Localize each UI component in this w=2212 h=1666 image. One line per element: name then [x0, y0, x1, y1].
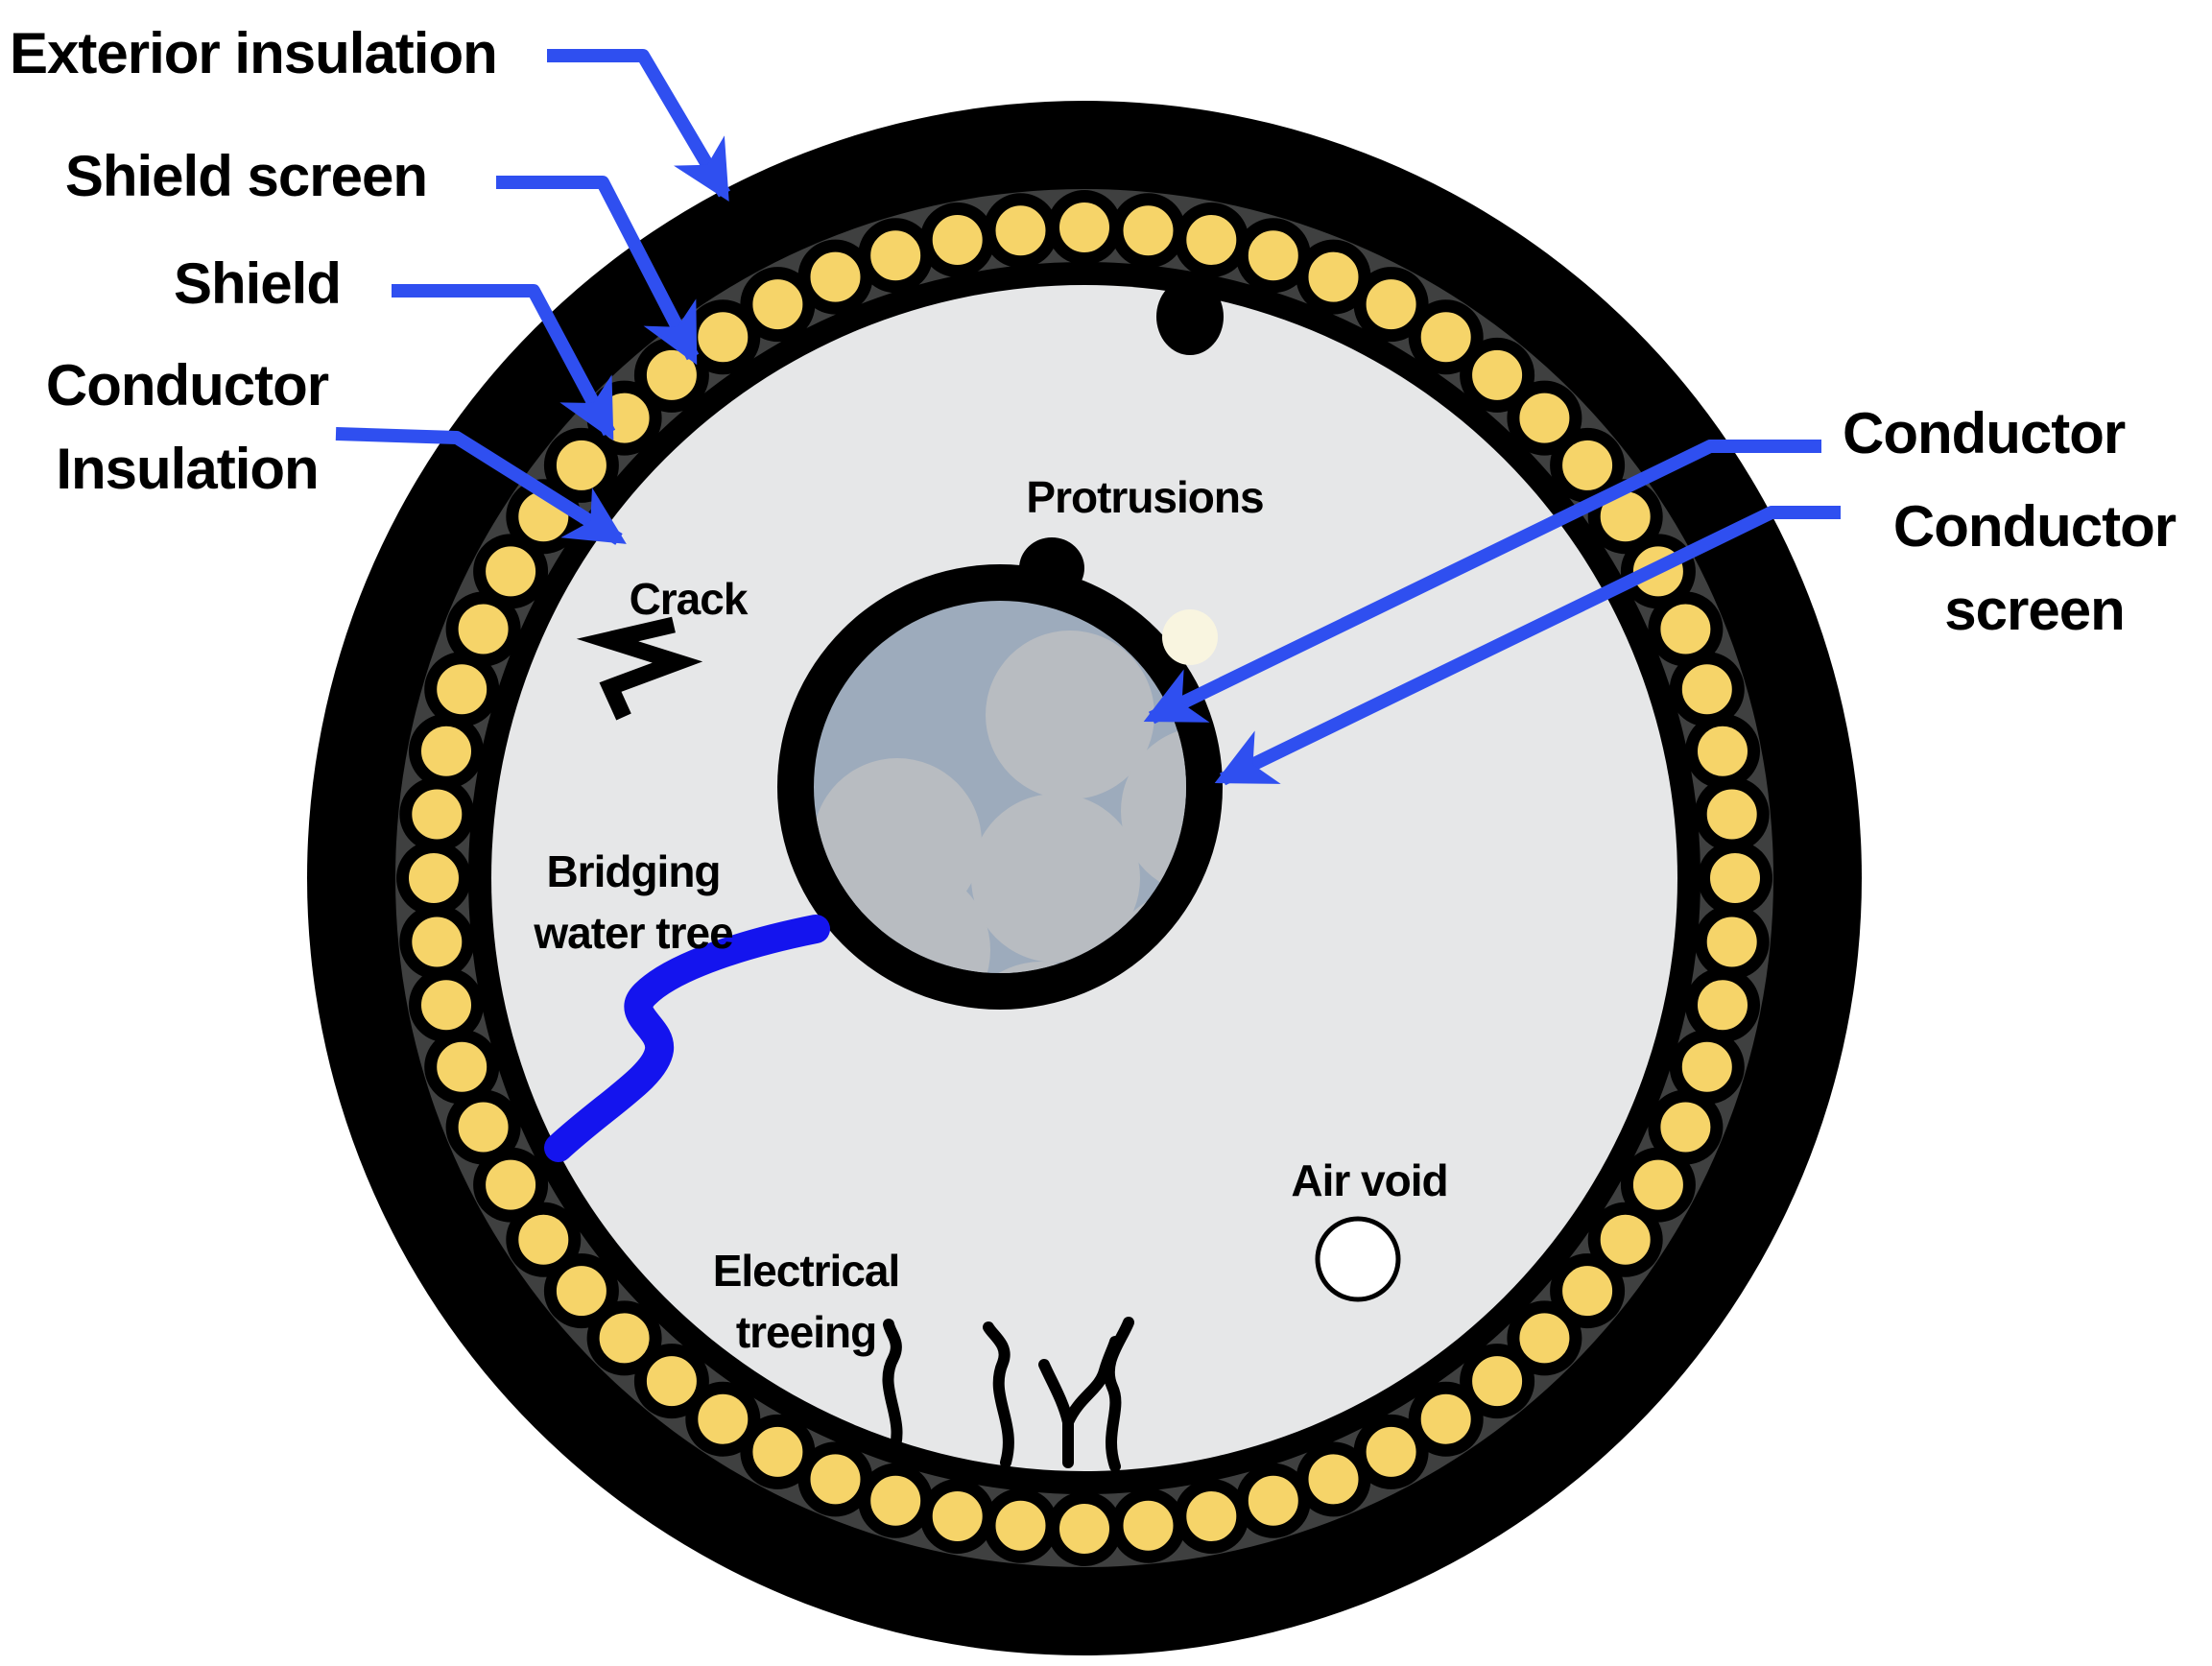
shield-wire-icon: [740, 1414, 816, 1489]
shield-wire-icon: [1353, 267, 1429, 343]
shield-wire-icon: [1408, 1381, 1484, 1457]
shield-wire-icon: [424, 652, 500, 727]
label-bridging-water-tree: Bridging water tree: [489, 841, 777, 964]
shield-wire-icon: [1694, 904, 1770, 980]
shield-wire-icon: [1550, 427, 1626, 503]
label-shield: Shield: [173, 251, 342, 316]
shield-wire-icon: [1353, 1414, 1429, 1489]
shield-wire-icon: [1694, 776, 1770, 852]
shield-wire-icon: [424, 1029, 500, 1105]
shield-wire-icon: [1110, 1488, 1186, 1563]
bridging-water-tree-icon: [544, 915, 830, 1162]
label-protrusions: Protrusions: [1026, 472, 1264, 522]
label-exterior-insulation: Exterior insulation: [10, 21, 498, 85]
label-conductor: Conductor: [1843, 401, 2126, 465]
protrusion-bump-conductor-icon: [1019, 537, 1084, 599]
shield-wire-icon: [445, 1089, 521, 1165]
shield-wire-icon: [1698, 841, 1772, 916]
shield-arrow: [392, 284, 616, 441]
annotation-arrows: [335, 49, 1841, 786]
shield-wire-icon: [1110, 193, 1186, 269]
screen-void-notch-icon: [1162, 609, 1218, 665]
shield-wire-icon: [586, 1300, 662, 1376]
shield-wire-icon: [1669, 652, 1745, 727]
shield-wire-icon: [1235, 1463, 1311, 1538]
label-crack: Crack: [629, 574, 749, 624]
shield-wire-icon: [1507, 380, 1582, 456]
shield-wire-icon: [1174, 202, 1249, 277]
shield-wire-icon: [1620, 1147, 1696, 1223]
shield-wire-icon: [1460, 337, 1535, 413]
shield-wire-icon: [399, 776, 475, 852]
shield-wire-icon: [633, 1344, 709, 1419]
shield-wire-icon: [1648, 591, 1724, 667]
shield-wire-icon: [396, 841, 471, 916]
exterior-insulation-arrow: [547, 49, 731, 202]
shield-wire-icon: [1669, 1029, 1745, 1105]
shield-wire-icon: [919, 1479, 995, 1554]
label-conductor-insulation: Conductor Insulation: [29, 344, 345, 511]
label-line: Insulation: [56, 437, 319, 501]
shield-wire-icon: [1507, 1300, 1582, 1376]
label-conductor-screen: Conductor screen: [1876, 485, 2193, 652]
shield-wire-icon: [983, 193, 1058, 269]
shield-wire-icon: [858, 1463, 934, 1538]
air-void-circle-icon: [1315, 1216, 1401, 1302]
label-line: Electrical: [712, 1246, 901, 1296]
shield-wire-icon: [1174, 1479, 1249, 1554]
shield-wire-icon: [543, 1253, 619, 1329]
shield-wire-icon: [858, 218, 934, 294]
shield-wire-icon: [1685, 713, 1760, 789]
label-line: Conductor: [45, 353, 329, 417]
shield-wire-icon: [1460, 1344, 1535, 1419]
shield-wire-icon: [797, 1441, 873, 1517]
shield-wire-ring: [396, 190, 1772, 1566]
shield-wire-icon: [1296, 1441, 1371, 1517]
shield-wire-icon: [1047, 190, 1122, 265]
protrusion-bump-shield-icon: [1156, 278, 1224, 355]
shield-wire-icon: [1685, 967, 1760, 1043]
shield-wire-icon: [1648, 1089, 1724, 1165]
label-line: Bridging: [546, 846, 721, 896]
shield-wire-icon: [445, 591, 521, 667]
shield-screen-arrow: [496, 176, 700, 366]
shield-wire-icon: [983, 1488, 1058, 1563]
label-line: Conductor: [1892, 494, 2176, 559]
shield-wire-icon: [473, 534, 549, 609]
shield-wire-icon: [1550, 1253, 1626, 1329]
shield-wire-icon: [1047, 1491, 1122, 1566]
crack-squiggle-icon: [576, 616, 703, 721]
shield-wire-icon: [1587, 1202, 1663, 1277]
shield-wire-icon: [1296, 239, 1371, 315]
shield-wire-icon: [506, 1202, 582, 1277]
shield-wire-icon: [685, 1381, 761, 1457]
shield-wire-icon: [740, 267, 816, 343]
label-line: water tree: [534, 908, 733, 959]
shield-wire-icon: [919, 202, 995, 277]
shield-wire-icon: [473, 1147, 549, 1223]
conductor-arrow: [1143, 440, 1821, 725]
shield-wire-icon: [399, 904, 475, 980]
conductor-insulation-arrow: [335, 427, 627, 545]
conductor-screen-arrow: [1214, 506, 1841, 786]
shield-wire-icon: [409, 967, 484, 1043]
label-air-void: Air void: [1291, 1155, 1448, 1205]
label-line: treeing: [735, 1307, 877, 1358]
label-line: screen: [1944, 578, 2125, 642]
shield-wire-icon: [1408, 299, 1484, 375]
label-electrical-treeing: Electrical treeing: [662, 1240, 950, 1364]
shield-wire-icon: [1235, 218, 1311, 294]
shield-wire-icon: [797, 239, 873, 315]
shield-wire-icon: [409, 713, 484, 789]
electrical-treeing-branches-icon: [882, 1317, 1134, 1472]
label-shield-screen: Shield screen: [64, 144, 428, 208]
